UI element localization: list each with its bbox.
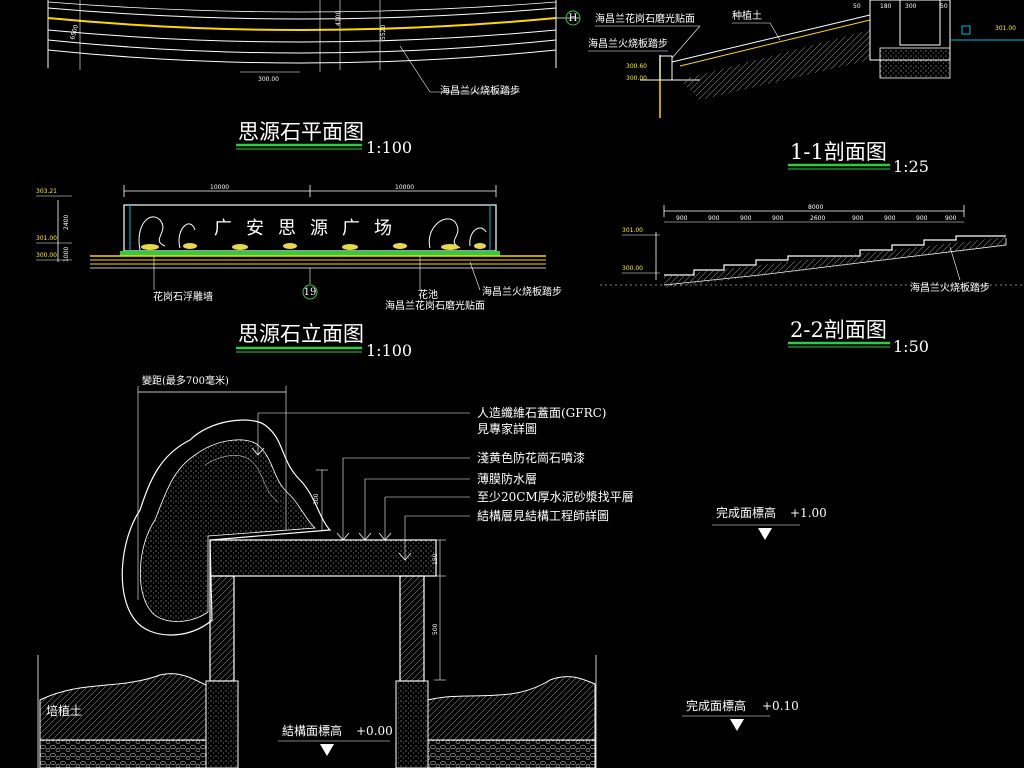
gfrc-rock-outline [121, 419, 332, 636]
elevation-drawing: 10000 10000 广安思源广场 303.21 301.00 300.00 … [36, 184, 562, 360]
s22-dim: 900 [852, 215, 864, 222]
elev-dim-left: 10000 [210, 184, 229, 191]
detail-note: 至少20CM厚水泥砂漿找平層 [477, 489, 634, 504]
elev-banner-text: 广安思源广场 [214, 218, 406, 239]
plan-dim: 5520 [380, 25, 387, 40]
concrete-cap [209, 539, 437, 577]
plan-dim: 6500 [69, 24, 80, 41]
struct-label: 結構面標高 [282, 723, 342, 738]
s11-dim: 50 [940, 3, 948, 10]
s11-dim: 50 [853, 3, 861, 10]
s11-title: 1-1剖面图 [790, 140, 887, 164]
elev-relief-label: 花岗石浮雕墙 [153, 290, 213, 303]
s11-level: 301.00 [995, 25, 1016, 32]
elev-steps-label: 海昌兰火烧板踏步 [482, 285, 562, 298]
s11-steps-label: 海昌兰火烧板踏步 [588, 37, 668, 50]
elev-dim-vert: 2400 [63, 215, 70, 230]
elev-title: 思源石立面图 [238, 322, 364, 346]
plan-dim: 4100 [335, 11, 342, 26]
elev-dim-vert: 1000 [63, 247, 70, 262]
s22-level: 301.00 [622, 227, 643, 234]
struct-marker [320, 744, 334, 756]
detail-note: 淺黄色防花崗石噴漆 [477, 450, 585, 465]
detail-note: 人造纖維石蓋面(GFRC) [477, 406, 607, 420]
grid-bubble-19 [302, 284, 318, 300]
s22-dim: 900 [740, 215, 752, 222]
s11-scale: 1:25 [893, 157, 929, 176]
detail-dim: 150 [432, 553, 439, 565]
finish-top-value: +1.00 [790, 506, 827, 520]
s22-dim: 900 [676, 215, 688, 222]
detail-soil-label: 培植土 [46, 703, 82, 718]
s22-dim: 900 [772, 215, 784, 222]
section-1-1-drawing: 50 180 300 50 300.60 300.00 301.00 海昌兰花岗… [588, 0, 1024, 176]
finish-top-marker [758, 528, 772, 540]
s22-title: 2-2剖面图 [790, 318, 887, 342]
s11-level: 300.00 [626, 75, 647, 82]
plan-scale: 1:100 [366, 138, 412, 157]
finish-low-marker [730, 719, 744, 731]
left-footing [205, 680, 239, 768]
plan-dim-300: 300.00 [258, 76, 279, 83]
elev-granite-label: 海昌兰花岗石磨光贴面 [385, 299, 485, 312]
struct-value: +0.00 [356, 724, 393, 738]
s11-dim: 180 [880, 3, 892, 10]
plan-drawing: H 4100 5520 6500 300.00 海昌兰火烧板踏步 思源石平面图 … [47, 0, 581, 157]
s22-steps [664, 235, 1006, 276]
s22-dim: 900 [708, 215, 720, 222]
finish-low-value: +0.10 [762, 699, 799, 713]
right-footing [395, 680, 429, 768]
plan-steps-label: 海昌兰火烧板踏步 [440, 84, 520, 97]
finish-low-label: 完成面標高 [686, 698, 746, 713]
s22-dim: 900 [884, 215, 896, 222]
s11-level: 300.60 [626, 63, 647, 70]
plan-title: 思源石平面图 [238, 120, 364, 144]
detail-span-label: 變距(最多700毫米) [142, 374, 229, 387]
elev-grid-label: 19 [304, 287, 317, 298]
detail-note: 見專家詳圖 [477, 421, 537, 436]
s22-scale: 1:50 [893, 337, 929, 356]
elev-level: 300.00 [36, 252, 57, 259]
elev-pool-label: 花池 [418, 288, 438, 301]
grid-bubble-h [565, 10, 581, 26]
s11-granite-label: 海昌兰花岗石磨光贴面 [595, 12, 695, 25]
elev-level: 301.00 [36, 235, 57, 242]
s22-steps-label: 海昌兰火烧板踏步 [910, 281, 990, 294]
finish-top-label: 完成面標高 [716, 505, 776, 520]
detail-note: 薄膜防水層 [477, 471, 537, 486]
s22-dim: 900 [916, 215, 928, 222]
s22-dim: 900 [945, 215, 957, 222]
s22-dim-total: 8000 [808, 204, 823, 211]
elev-dim-right: 10000 [395, 184, 414, 191]
detail-dim: 500 [432, 623, 439, 635]
detail-note: 結構層見結構工程師詳圖 [477, 508, 609, 523]
detail-dim: 300 [313, 493, 320, 505]
s22-level: 300.00 [622, 265, 643, 272]
left-wall [209, 575, 235, 682]
s11-soil-label: 种植土 [732, 9, 762, 22]
elev-level: 303.21 [36, 188, 57, 195]
detail-section-drawing: 變距(最多700毫米) 150 500 300 人造纖維石 [37, 374, 827, 768]
s11-dim: 300 [905, 3, 917, 10]
right-wall [399, 575, 425, 682]
s22-dim: 2600 [810, 215, 825, 222]
elev-scale: 1:100 [366, 341, 412, 360]
section-2-2-drawing: 8000 900 900 900 900 2600 900 900 900 90… [600, 204, 1024, 356]
plan-grid-label: H [569, 13, 578, 24]
